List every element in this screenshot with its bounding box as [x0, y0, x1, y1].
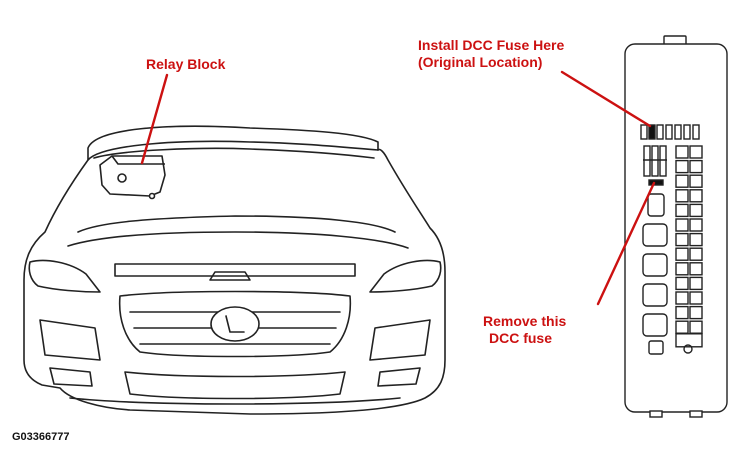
vehicle-front-view	[23, 125, 446, 415]
install-fuse-label-line2: (Original Location)	[418, 54, 543, 70]
relay-block-label: Relay Block	[146, 56, 226, 72]
fuse-cell	[675, 174, 689, 188]
figure-code: G03366777	[12, 431, 70, 443]
cowl-line	[77, 215, 396, 233]
fuse-cell	[675, 320, 689, 334]
remove-fuse-leader	[596, 181, 656, 306]
emblem-mark	[225, 315, 245, 333]
dcc-install-slot	[648, 124, 656, 140]
fuse-grid	[675, 145, 703, 348]
body-outline	[23, 148, 446, 415]
hood-crest	[114, 263, 356, 277]
bumper-lip	[69, 397, 401, 405]
fuse-box-foot-right	[689, 410, 703, 418]
fuse-cell	[675, 262, 689, 276]
cowl-line-2	[67, 231, 409, 249]
relay-column	[642, 193, 668, 355]
remove-fuse-label-line2: DCC fuse	[489, 330, 553, 346]
hood-inner-line	[93, 147, 375, 159]
fuse-cell	[689, 262, 703, 276]
fuse-box	[624, 35, 728, 418]
relay-block-leader	[140, 73, 169, 165]
emblem-plate	[209, 271, 251, 281]
fuse-cell	[675, 232, 689, 247]
lower-intake	[124, 371, 346, 400]
leader-lines	[140, 70, 656, 306]
right-headlight	[369, 259, 442, 293]
install-fuse-leader	[560, 70, 652, 128]
fuse-cell	[689, 320, 703, 334]
fuse-cell	[689, 232, 703, 247]
fuse-cell	[689, 145, 703, 159]
fuse-cell	[689, 159, 703, 174]
grille-outline	[118, 290, 352, 358]
dcc-remove-fuse	[648, 179, 664, 186]
right-fog-lamp	[377, 367, 421, 387]
fuse-cell	[689, 174, 703, 188]
vertical-fuse-group	[643, 145, 667, 186]
fuse-cell	[675, 203, 689, 218]
fuse-cell	[689, 247, 703, 261]
relay-block-part	[99, 155, 166, 200]
right-bumper-vent	[369, 319, 431, 361]
fuse-cell	[689, 203, 703, 218]
fuse-cell	[675, 159, 689, 174]
fuse-box-foot-left	[649, 410, 663, 418]
top-fuse-row	[640, 124, 700, 140]
fuse-cell	[689, 189, 703, 203]
fuse-cell	[689, 276, 703, 291]
fuse-cell	[675, 145, 689, 159]
fuse-cell	[675, 189, 689, 203]
left-bumper-vent	[39, 319, 101, 361]
fuse-cell	[689, 305, 703, 320]
remove-fuse-label-line1: Remove this	[483, 313, 567, 329]
left-fog-lamp	[49, 367, 93, 387]
hood-outline	[87, 125, 379, 161]
install-fuse-label-line1: Install DCC Fuse Here	[418, 37, 565, 53]
left-headlight	[28, 259, 101, 293]
fuse-cell	[675, 218, 689, 232]
fuse-box-hole	[683, 344, 693, 354]
fuse-cell	[675, 247, 689, 261]
front-emblem	[210, 306, 260, 342]
fuse-cell-wide	[675, 333, 703, 348]
fuse-cell	[689, 218, 703, 232]
fuse-cell	[675, 305, 689, 320]
fuse-cell	[675, 276, 689, 291]
fuse-cell	[675, 291, 689, 305]
fuse-cell	[689, 291, 703, 305]
